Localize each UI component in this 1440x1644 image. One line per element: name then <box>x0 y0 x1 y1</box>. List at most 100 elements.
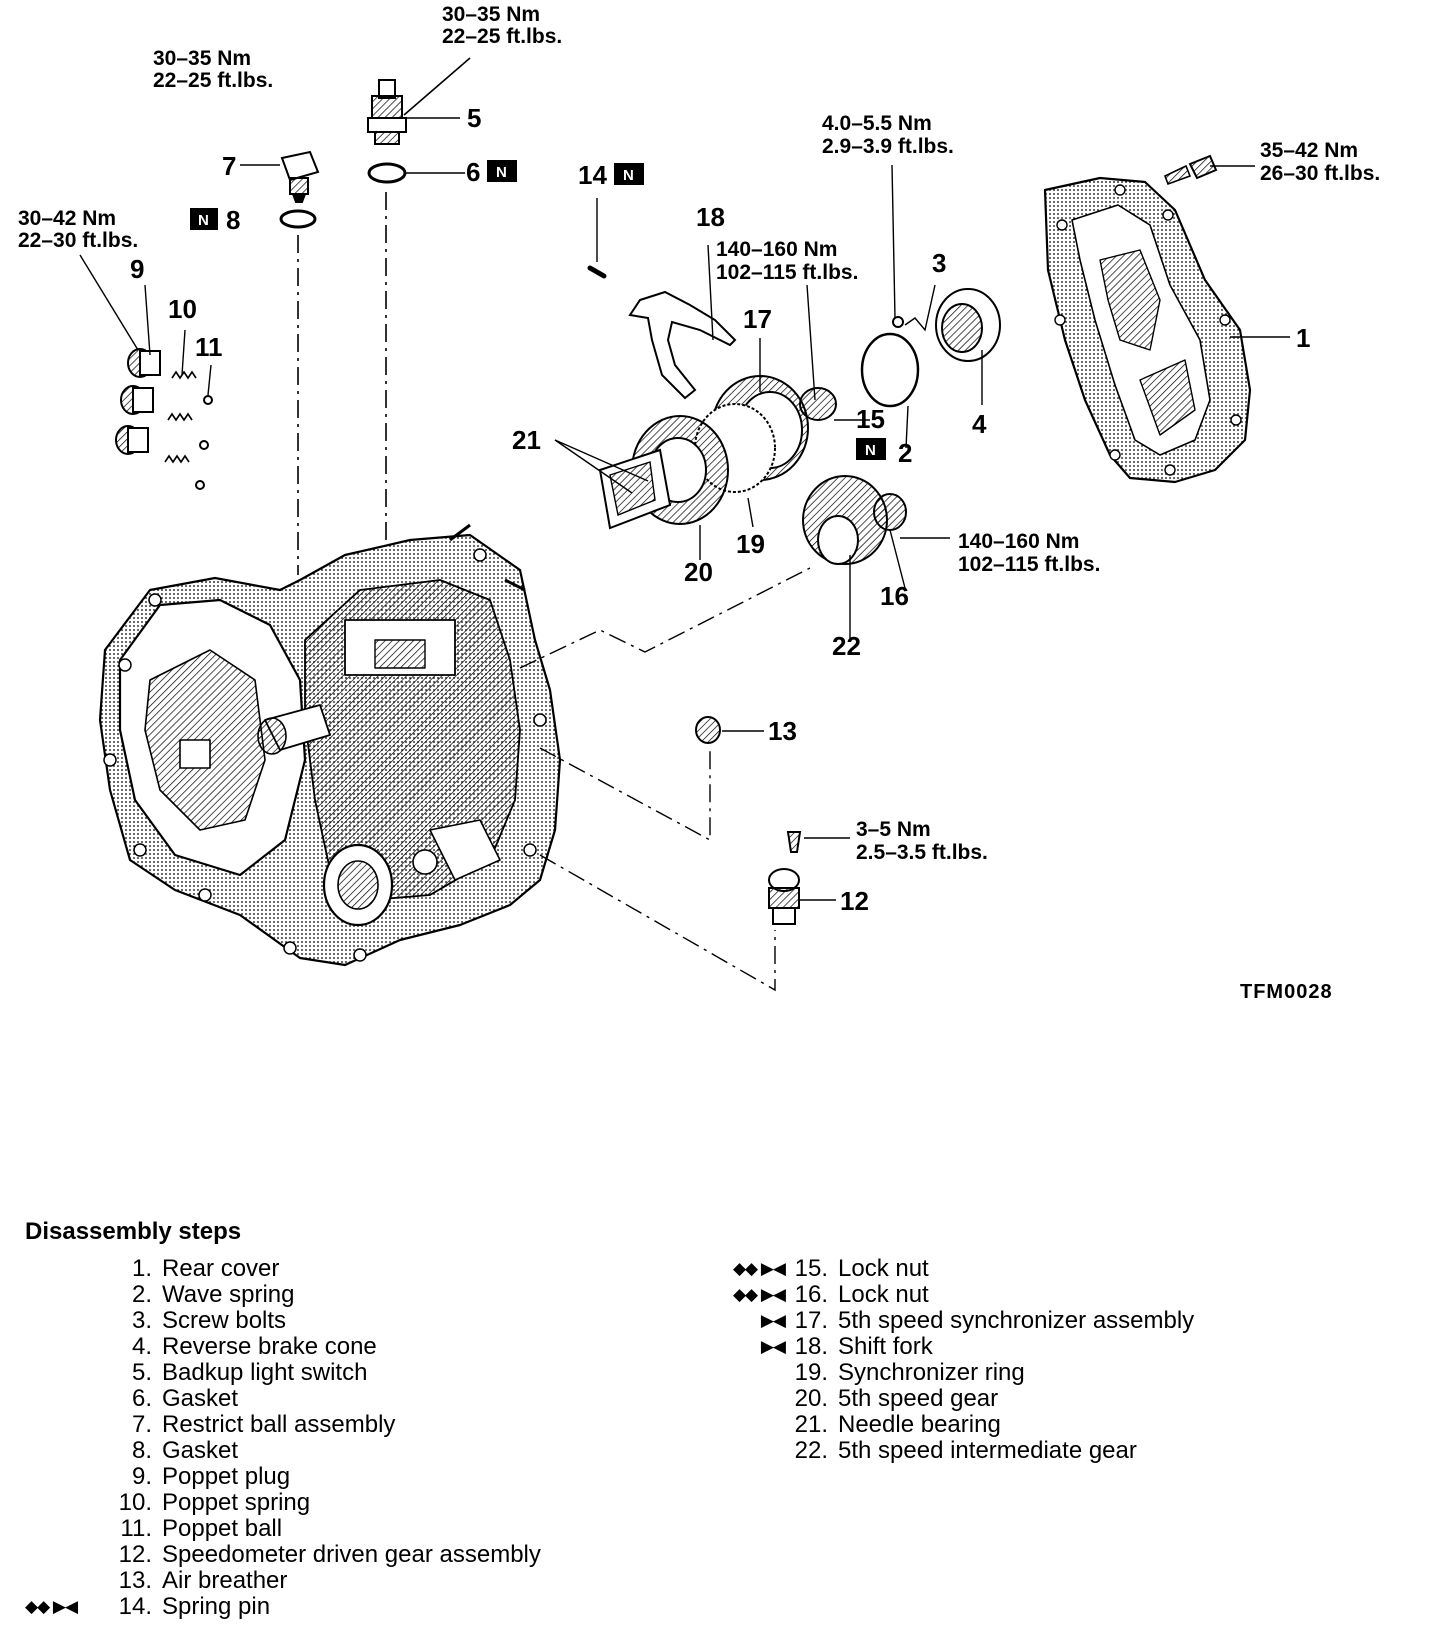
step-name: Screw bolts <box>162 1307 287 1334</box>
step-name: Badkup light switch <box>162 1359 368 1386</box>
step-number: 1. <box>131 1255 152 1282</box>
torque-spec-12-ftlbs: 2.5–3.5 ft.lbs. <box>856 841 988 864</box>
torque-spec-16-nm: 140–160 Nm <box>958 530 1079 553</box>
step-number: 15. <box>794 1255 828 1282</box>
shift-fork <box>628 290 737 400</box>
step-item: 3. Screw bolts <box>0 1308 541 1334</box>
step-name: Restrict ball assembly <box>162 1411 396 1438</box>
step-number: 3. <box>131 1307 152 1334</box>
step-number: 9. <box>131 1463 152 1490</box>
step-item: 6.Gasket <box>0 1386 541 1412</box>
step-item: ◆◆ ▶◀ 15. Lock nut <box>660 1256 1194 1282</box>
step-number: 14. <box>118 1593 152 1620</box>
step-item: ◆◆ ▶◀14.Spring pin <box>0 1594 541 1620</box>
svg-text:N: N <box>496 164 507 181</box>
callout-4: 4 <box>972 409 987 439</box>
wave-spring <box>860 332 920 408</box>
step-item: ◆◆ ▶◀16.Lock nut <box>660 1282 1194 1308</box>
callout-18: 18 <box>696 202 725 232</box>
gasket-6 <box>367 162 407 184</box>
torque-spec-9-nm: 30–42 Nm <box>18 207 116 230</box>
step-number: 8. <box>131 1437 152 1464</box>
step-item: 22.5th speed intermediate gear <box>660 1438 1194 1464</box>
step-item: 4. Reverse brake cone <box>0 1334 541 1360</box>
transmission-case <box>98 523 562 967</box>
poppet-assemblies <box>115 348 213 490</box>
restrict-ball-assembly <box>280 150 320 203</box>
callout-21: 21 <box>512 425 541 455</box>
step-item: ▶◀18.Shift fork <box>660 1334 1194 1360</box>
step-item: 7.Restrict ball assembly <box>0 1412 541 1438</box>
step-name: Shift fork <box>838 1333 933 1360</box>
step-item: 9. Poppet plug <box>0 1464 541 1490</box>
step-number: 16. <box>794 1281 828 1308</box>
step-name: Speedometer driven gear assembly <box>162 1541 541 1568</box>
step-name: Gasket <box>162 1385 239 1412</box>
step-number: 5. <box>131 1359 152 1386</box>
step-number: 2. <box>131 1281 152 1308</box>
callout-22: 22 <box>832 631 861 661</box>
step-item: ▶◀17.5th speed synchronizer assembly <box>660 1308 1194 1334</box>
n-mark-8: N <box>190 208 218 230</box>
step-item: 5. Badkup light switch <box>0 1360 541 1386</box>
torque-spec-5-nm: 30–35 Nm <box>442 3 540 26</box>
step-name: Gasket <box>162 1437 239 1464</box>
step-item: 19. Synchronizer ring <box>660 1360 1194 1386</box>
n-mark-6: N <box>487 160 517 182</box>
callout-8: 8 <box>226 205 240 235</box>
torque-spec-7-nm: 30–35 Nm <box>153 47 251 70</box>
gear-cluster <box>598 375 907 565</box>
torque-spec-12-nm: 3–5 Nm <box>856 818 931 841</box>
step-name: Poppet ball <box>162 1515 283 1542</box>
svg-text:N: N <box>865 442 876 459</box>
step-name: Poppet plug <box>162 1463 291 1490</box>
screw-bolt <box>892 316 904 328</box>
step-name: Lock nut <box>838 1255 929 1282</box>
step-item: 21.Needle bearing <box>660 1412 1194 1438</box>
step-item: 10.Poppet spring <box>0 1490 541 1516</box>
callout-16: 16 <box>880 581 909 611</box>
callout-10: 10 <box>168 294 197 324</box>
rear-cover <box>1043 176 1252 484</box>
step-item: 8. Gasket <box>0 1438 541 1464</box>
svg-text:N: N <box>623 167 634 184</box>
exploded-view-diagram: 30–35 Nm 22–25 ft.lbs. 30–35 Nm 22–25 ft… <box>18 3 1380 1003</box>
step-number: 11. <box>120 1515 152 1542</box>
gasket-8 <box>279 209 317 229</box>
step-name: Synchronizer ring <box>838 1359 1025 1386</box>
callout-20: 20 <box>684 557 713 587</box>
n-mark-15: N <box>856 438 886 460</box>
steps-column-right: ◆◆ ▶◀15.Lock nut◆◆ ▶◀16.Lock nut▶◀17.5th… <box>660 1256 1194 1464</box>
torque-spec-7-ftlbs: 22–25 ft.lbs. <box>153 69 273 92</box>
n-mark-14: N <box>614 163 644 185</box>
callout-5: 5 <box>467 103 481 133</box>
spring-pin <box>587 265 607 279</box>
callout-1: 1 <box>1296 323 1310 353</box>
step-name: Wave spring <box>162 1281 295 1308</box>
step-number: 22. <box>794 1437 828 1464</box>
step-name: Spring pin <box>162 1593 271 1620</box>
step-name: Reverse brake cone <box>162 1333 377 1360</box>
callout-15: 15 <box>856 404 885 434</box>
step-item: 13.Air breather <box>0 1568 541 1594</box>
torque-spec-3-ftlbs: 2.9–3.9 ft.lbs. <box>822 135 954 158</box>
step-number: 4. <box>131 1333 152 1360</box>
callout-6: 6 <box>466 157 480 187</box>
torque-spec-9-ftlbs: 22–30 ft.lbs. <box>18 229 138 252</box>
callout-11: 11 <box>195 332 223 362</box>
step-number: 21. <box>794 1411 828 1438</box>
callout-3: 3 <box>932 248 946 278</box>
step-name: Lock nut <box>838 1281 929 1308</box>
callout-17: 17 <box>743 304 772 334</box>
svg-text:N: N <box>198 212 209 229</box>
service-marks-icon: ◆◆ ▶◀ <box>732 1259 786 1278</box>
step-number: 19. <box>794 1359 828 1386</box>
torque-spec-1-ftlbs: 26–30 ft.lbs. <box>1260 162 1380 185</box>
rear-cover-bolt <box>1163 154 1218 186</box>
figure-code: TFM0028 <box>1240 981 1333 1003</box>
reverse-brake-cone <box>935 288 1001 362</box>
speedometer-gear <box>768 831 802 925</box>
torque-spec-1-nm: 35–42 Nm <box>1260 139 1358 162</box>
step-number: 20. <box>794 1385 828 1412</box>
torque-spec-3-nm: 4.0–5.5 Nm <box>822 112 932 135</box>
